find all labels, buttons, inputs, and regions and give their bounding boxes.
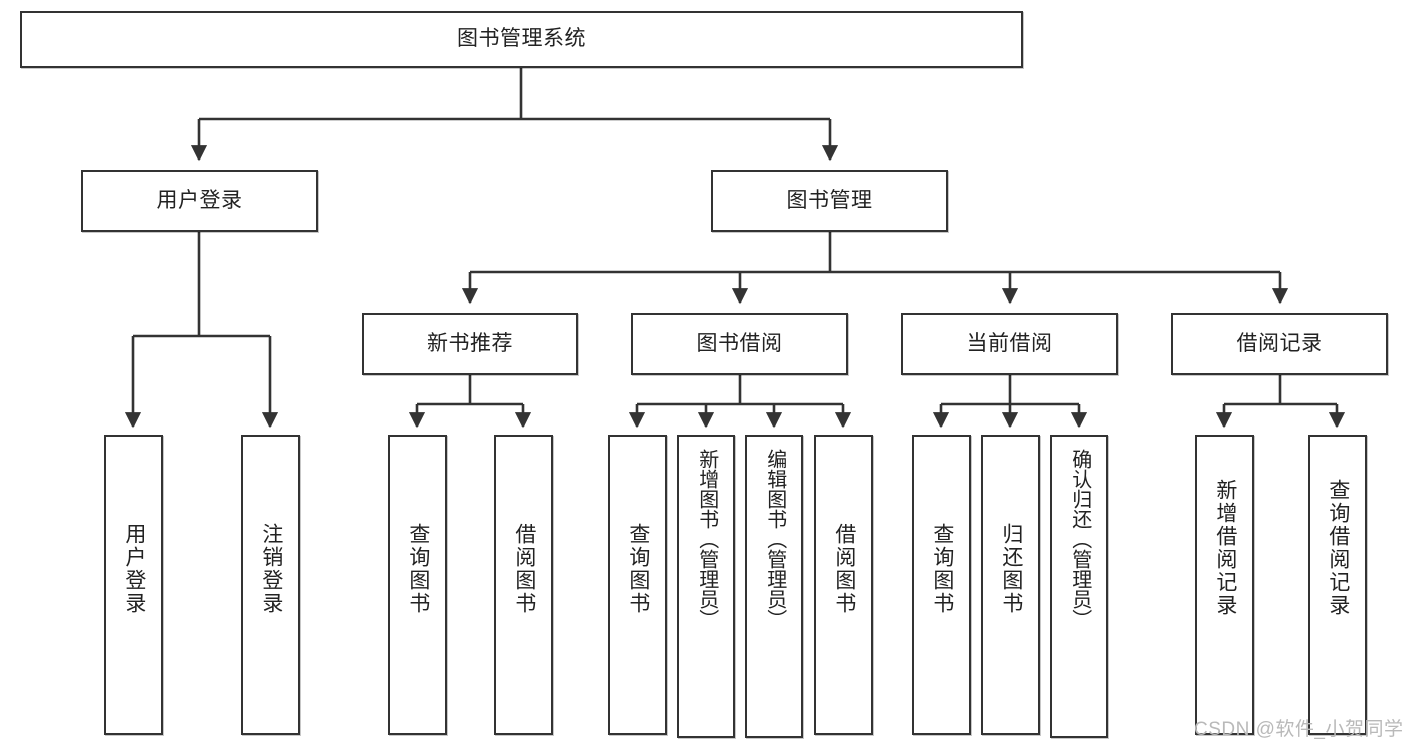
node-label: 新增借阅记录 xyxy=(1213,479,1237,617)
node-new-book-recommend[interactable]: 新书推荐 xyxy=(362,313,578,375)
leaf-current-query-book[interactable]: 查询图书 xyxy=(912,435,971,735)
node-label: 编辑图书（管理员） xyxy=(763,449,786,629)
node-label: 归还图书 xyxy=(999,523,1023,615)
node-borrow-record[interactable]: 借阅记录 xyxy=(1171,313,1388,375)
leaf-current-confirm-return-admin[interactable]: 确认归还（管理员） xyxy=(1050,435,1108,738)
node-label: 用户登录 xyxy=(156,188,243,212)
node-label: 新增图书（管理员） xyxy=(695,449,718,629)
leaf-record-add-record[interactable]: 新增借阅记录 xyxy=(1195,435,1254,735)
node-label: 借阅图书 xyxy=(512,523,536,615)
leaf-borrow-borrow-book[interactable]: 借阅图书 xyxy=(814,435,873,735)
node-label: 新书推荐 xyxy=(427,331,513,355)
csdn-watermark: CSDN @软件_小贺同学 xyxy=(1194,719,1404,740)
leaf-borrow-add-book-admin[interactable]: 新增图书（管理员） xyxy=(677,435,735,738)
node-label: 图书管理系统 xyxy=(457,27,586,51)
leaf-new-book-query[interactable]: 查询图书 xyxy=(388,435,447,735)
leaf-borrow-edit-book-admin[interactable]: 编辑图书（管理员） xyxy=(745,435,803,738)
node-label: 借阅记录 xyxy=(1236,331,1323,355)
node-label: 借阅图书 xyxy=(832,523,856,615)
node-label: 查询图书 xyxy=(626,523,650,615)
node-book-management[interactable]: 图书管理 xyxy=(711,170,948,232)
node-label: 当前借阅 xyxy=(966,331,1053,355)
leaf-user-login-login[interactable]: 用户登录 xyxy=(104,435,163,735)
node-label: 确认归还（管理员） xyxy=(1068,449,1091,629)
node-user-login[interactable]: 用户登录 xyxy=(81,170,318,232)
leaf-record-query-record[interactable]: 查询借阅记录 xyxy=(1308,435,1367,735)
node-label: 查询借阅记录 xyxy=(1326,479,1350,617)
node-label: 用户登录 xyxy=(122,523,146,615)
node-label: 查询图书 xyxy=(406,523,430,615)
leaf-user-login-logout[interactable]: 注销登录 xyxy=(241,435,300,735)
leaf-new-book-borrow[interactable]: 借阅图书 xyxy=(494,435,553,735)
node-label: 查询图书 xyxy=(930,523,954,615)
node-label: 注销登录 xyxy=(259,523,283,615)
leaf-current-return-book[interactable]: 归还图书 xyxy=(981,435,1040,735)
node-book-borrow[interactable]: 图书借阅 xyxy=(631,313,848,375)
leaf-borrow-query-book[interactable]: 查询图书 xyxy=(608,435,667,735)
node-label: 图书管理 xyxy=(786,188,873,212)
node-root-system[interactable]: 图书管理系统 xyxy=(20,11,1023,68)
node-current-borrow[interactable]: 当前借阅 xyxy=(901,313,1118,375)
node-label: 图书借阅 xyxy=(696,331,783,355)
